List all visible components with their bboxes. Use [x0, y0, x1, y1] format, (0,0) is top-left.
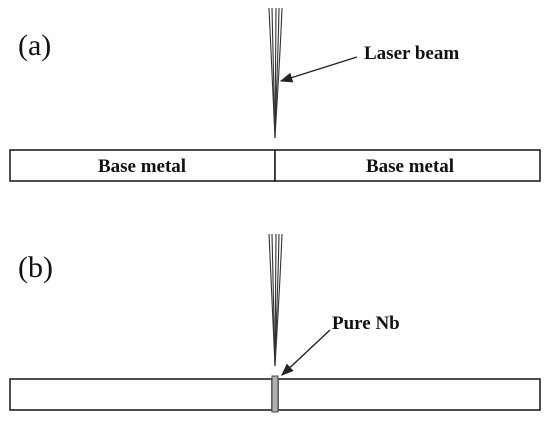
panel-a-label: (a) — [18, 29, 51, 62]
panel-a: (a) Laser beam Base metal Base metal — [9, 7, 541, 182]
laser-beam-annotation: Laser beam — [364, 43, 459, 64]
panel-b: (b) Pure Nb — [9, 233, 541, 413]
laser-beam-arrow — [279, 56, 358, 83]
pure-nb-arrow — [281, 329, 331, 376]
left-plate-label: Base metal — [98, 156, 186, 177]
plate-left-b — [9, 378, 273, 411]
pure-nb-annotation: Pure Nb — [332, 313, 400, 334]
laser-beam-a — [268, 7, 283, 139]
base-metal-plate-left — [9, 149, 276, 182]
base-metal-plate-right — [274, 149, 541, 182]
plate-right-b — [277, 378, 541, 411]
right-plate-label: Base metal — [366, 156, 454, 177]
panel-b-label: (b) — [18, 251, 53, 284]
laser-beam-b — [268, 233, 283, 367]
pure-nb-insert — [271, 375, 279, 413]
